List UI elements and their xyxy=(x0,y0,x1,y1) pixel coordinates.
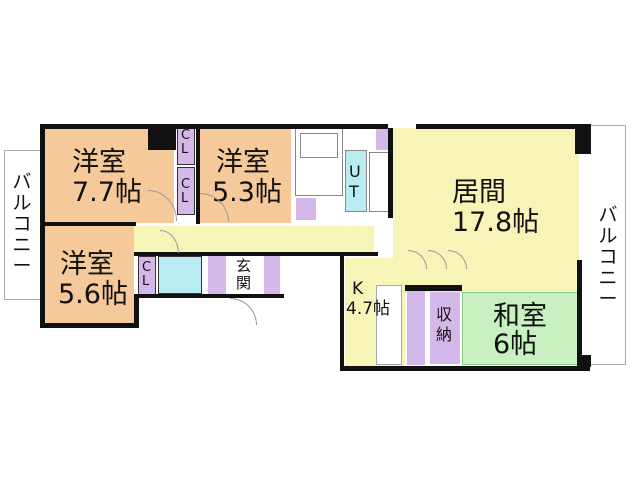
wall xyxy=(134,294,284,298)
kitchen-size: 4.7帖 xyxy=(346,299,391,319)
entrance-label: 玄関 xyxy=(236,257,252,292)
balcony-left-label: バルコニー xyxy=(12,171,32,277)
wall xyxy=(575,124,591,154)
wall xyxy=(577,355,591,367)
wall xyxy=(340,254,344,370)
living-room-size: 17.8帖 xyxy=(452,207,540,238)
western-room-1-name: 洋室 xyxy=(72,147,126,178)
wall xyxy=(577,260,582,370)
entrance-storage-left xyxy=(208,256,226,294)
wall xyxy=(388,128,393,218)
wall xyxy=(40,124,388,129)
balcony-right xyxy=(590,125,626,365)
entrance xyxy=(228,256,262,294)
western-room-2-size: 5.3帖 xyxy=(212,177,282,208)
wall xyxy=(40,222,136,226)
wall xyxy=(405,285,462,291)
western-room-3-size: 5.6帖 xyxy=(58,279,128,310)
western-room-1-wallblock xyxy=(148,128,176,150)
bathtub xyxy=(300,133,338,158)
western-room-1-size: 7.7帖 xyxy=(72,177,142,208)
door-arc xyxy=(230,298,257,325)
wall xyxy=(340,366,590,371)
japanese-room xyxy=(462,292,580,365)
utility-label: UT xyxy=(349,162,361,201)
closet-2 xyxy=(177,167,195,215)
storage-small xyxy=(296,198,316,220)
wall xyxy=(40,323,136,328)
balcony-left xyxy=(4,150,40,300)
kitchen-counter xyxy=(376,285,402,365)
wall xyxy=(40,124,45,328)
japanese-room-name: 和室 xyxy=(493,301,547,332)
western-room-2-name: 洋室 xyxy=(216,147,270,178)
western-room-3 xyxy=(44,226,134,324)
utility-room xyxy=(345,150,367,212)
western-room-3-name: 洋室 xyxy=(60,249,114,280)
balcony-right-label: バルコニー xyxy=(598,204,618,310)
storage-column xyxy=(407,290,425,365)
kitchen-name: K xyxy=(352,279,364,299)
toilet xyxy=(158,256,202,294)
wall xyxy=(134,252,378,256)
wall xyxy=(134,294,139,328)
living-room-name: 居間 xyxy=(452,177,506,208)
japanese-room-size: 6帖 xyxy=(493,329,538,360)
storage-label: 収納 xyxy=(436,305,453,344)
entrance-storage-right xyxy=(264,256,280,294)
wall xyxy=(416,124,591,129)
storage-top xyxy=(376,128,390,150)
storage-room xyxy=(430,292,460,364)
wall xyxy=(196,128,200,224)
